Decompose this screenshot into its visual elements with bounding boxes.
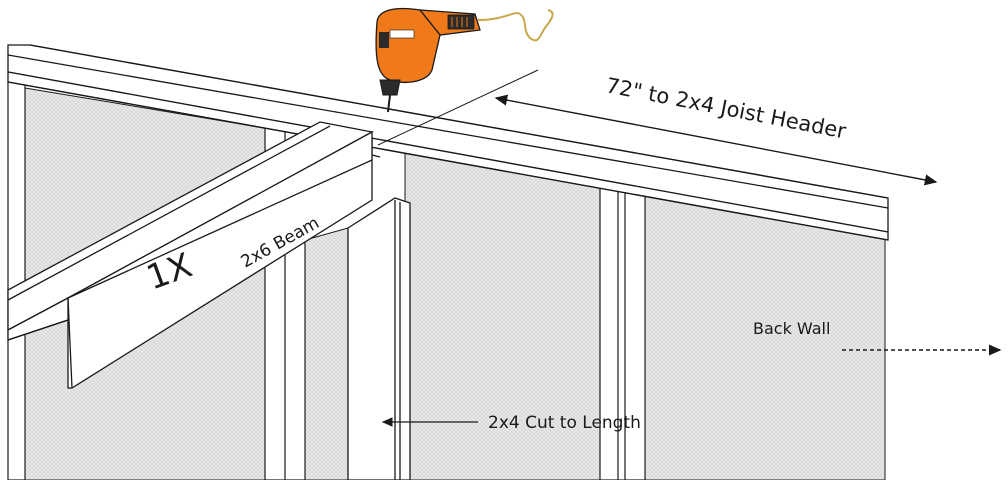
wall-studs (7, 81, 646, 480)
cut-stud (347, 197, 411, 480)
stud-cut-label: 2x4 Cut to Length (488, 413, 641, 433)
drill-guide-line (377, 69, 539, 146)
power-drill-icon (375, 7, 554, 113)
header-dimension-arrow (494, 94, 938, 186)
back-wall-label: Back Wall (753, 319, 830, 338)
beam-2x6 (7, 121, 374, 389)
joist-header-label: 72" to 2x4 Joist Header (604, 73, 848, 143)
